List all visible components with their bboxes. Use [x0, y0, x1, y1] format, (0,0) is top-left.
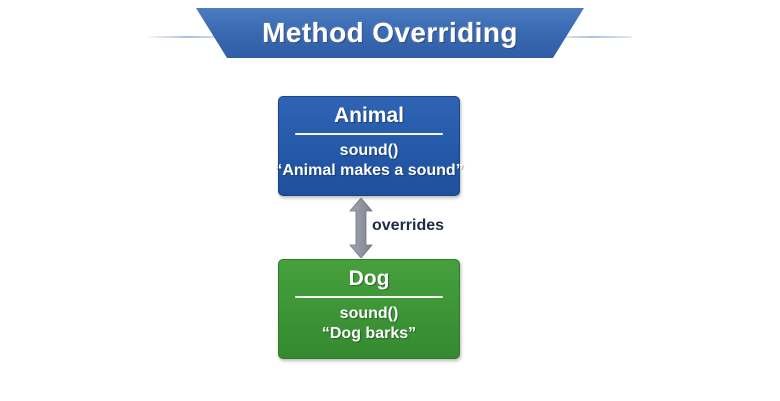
class-body-dog: “Dog barks” — [321, 325, 417, 342]
class-body-animal: “Animal makes a sound” — [274, 162, 464, 179]
class-method-dog: sound() — [339, 305, 399, 322]
class-name-animal: Animal — [333, 104, 404, 127]
title-banner: Method Overriding — [196, 8, 584, 58]
class-method-animal: sound() — [339, 142, 399, 159]
page-title: Method Overriding — [262, 17, 518, 48]
class-divider-animal — [295, 133, 443, 135]
double-headed-arrow-icon — [349, 198, 373, 258]
class-name-dog: Dog — [348, 267, 390, 290]
overrides-label: overrides — [372, 217, 445, 234]
class-divider-dog — [295, 296, 443, 298]
banner-accent-line-right — [552, 36, 632, 38]
overrides-arrow — [348, 198, 374, 258]
title-banner-group: Method Overriding — [0, 0, 780, 70]
class-box-animal: Animal sound() “Animal makes a sound” — [274, 96, 464, 196]
class-box-dog: Dog sound() “Dog barks” — [278, 259, 460, 359]
banner-accent-line-left — [148, 36, 228, 38]
